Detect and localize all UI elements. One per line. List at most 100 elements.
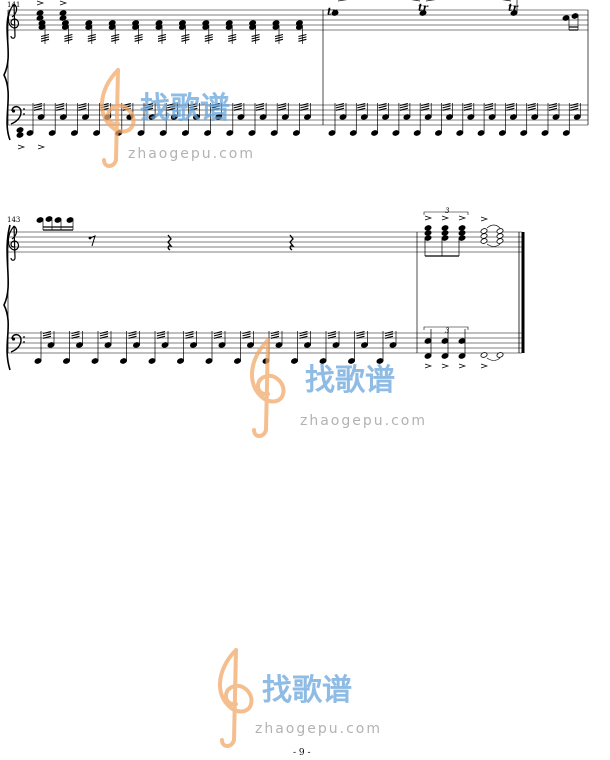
tremolo-slash (144, 107, 154, 111)
tremolo-slash (213, 333, 223, 337)
treble-clef-icon (7, 3, 20, 39)
note-head (54, 217, 62, 223)
tremolo-slash (274, 36, 284, 40)
note-head (458, 225, 466, 231)
tremolo-slash (111, 33, 120, 38)
tremolo-slash (278, 107, 287, 111)
tremolo-slash (42, 330, 52, 335)
note-head (155, 20, 163, 26)
accent-mark (458, 215, 467, 221)
tremolo-slash (78, 102, 87, 107)
tremolo-slash (156, 333, 166, 337)
tie (337, 0, 421, 2)
tremolo-slash (378, 105, 387, 109)
tremolo-slash (156, 335, 166, 339)
trill-mark-2: tr (418, 3, 429, 14)
watermark-cn-text-3: 找歌谱 (262, 673, 352, 708)
tuplet-bracket (423, 326, 469, 330)
tremolo-slash (327, 333, 337, 337)
tremolo-slash (548, 105, 558, 109)
tremolo-slash (204, 33, 213, 38)
watermark-en-text-3: zhaogepu.com (255, 721, 382, 737)
tremolo-slash (111, 38, 120, 42)
accent-mark (441, 215, 450, 221)
note-head (562, 15, 570, 21)
tremolo-slash (181, 36, 190, 40)
quarter-rest-icon (167, 234, 173, 251)
trill-mark-3: tr (508, 3, 519, 14)
note-head (441, 225, 449, 231)
tremolo-slash (548, 107, 558, 111)
tremolo-slash (463, 107, 472, 111)
tremolo-slash (255, 107, 265, 111)
tremolo-slash (167, 102, 176, 107)
tremolo-slash (421, 102, 430, 107)
tremolo-slash (335, 102, 345, 107)
tremolo-slash (335, 107, 345, 111)
tremolo-slash (99, 333, 109, 337)
system-2: 143 3 3 (3, 207, 525, 371)
tremolo-slash (299, 335, 308, 339)
tremolo-slash (213, 335, 223, 339)
bass-staff-1 (8, 104, 588, 126)
tremolo-slash (71, 335, 80, 339)
notes-system-1 (7, 0, 589, 150)
tremolo-slash (157, 38, 167, 42)
tremolo-slash (228, 38, 237, 42)
tremolo-slash (484, 102, 494, 107)
note-head (108, 20, 116, 26)
tuplet-number-treble: 3 (445, 207, 450, 215)
tremolo-slash (64, 36, 73, 40)
note-head (331, 10, 339, 16)
tremolo-slash (233, 107, 242, 111)
tremolo-slash (384, 333, 394, 337)
tremolo-slash (64, 33, 73, 38)
note-head (225, 20, 233, 26)
tremolo-slash (128, 330, 137, 335)
tremolo-slash (128, 335, 137, 339)
tremolo-slash (33, 105, 43, 109)
tremolo-slash (463, 102, 472, 107)
bass-clef-icon (10, 333, 22, 353)
tremolo-slash (144, 105, 154, 109)
note-head (178, 20, 186, 26)
tremolo-slash (134, 38, 143, 42)
tremolo-slash (570, 102, 579, 107)
watermark-en-text-2: zhaogepu.com (300, 413, 427, 429)
tremolo-slash (185, 335, 194, 339)
tremolo-slash (144, 102, 154, 107)
treble-clef-logo-icon-2 (250, 338, 286, 438)
note-head (85, 20, 93, 26)
tremolo-slash (134, 36, 143, 40)
notes-system-2 (7, 211, 525, 369)
tremolo-slash (270, 335, 280, 339)
tremolo-slash (274, 33, 284, 38)
tremolo-slash (384, 330, 394, 335)
eighth-rest-icon (89, 235, 96, 247)
watermark-1: 找歌谱 zhaogepu.com (100, 68, 253, 168)
tremolo-slash (211, 107, 220, 111)
bass-clef-dot (23, 336, 25, 338)
accent-mark (480, 363, 489, 369)
tremolo-slash (299, 330, 308, 335)
tie (486, 224, 501, 229)
tremolo-slash (228, 36, 237, 40)
tremolo-slash (87, 38, 96, 42)
tremolo-slash (242, 335, 251, 339)
tremolo-slash (299, 333, 308, 337)
tremolo-slash (442, 107, 451, 111)
tuplet-number-bass: 3 (445, 327, 450, 335)
note-head (480, 352, 488, 358)
tremolo-slash (40, 33, 50, 38)
note-head (571, 13, 579, 19)
tremolo-slash (399, 107, 409, 111)
tremolo-slash (357, 102, 366, 107)
bass-clef-dot (11, 337, 16, 341)
tremolo-slash (548, 102, 558, 107)
tremolo-slash (42, 335, 52, 339)
tremolo-slash (298, 36, 307, 40)
tremolo-slash (251, 38, 260, 42)
tremolo-slash (242, 333, 251, 337)
treble-clef-logo-icon-3 (218, 648, 254, 748)
tremolo-slash (251, 36, 260, 40)
